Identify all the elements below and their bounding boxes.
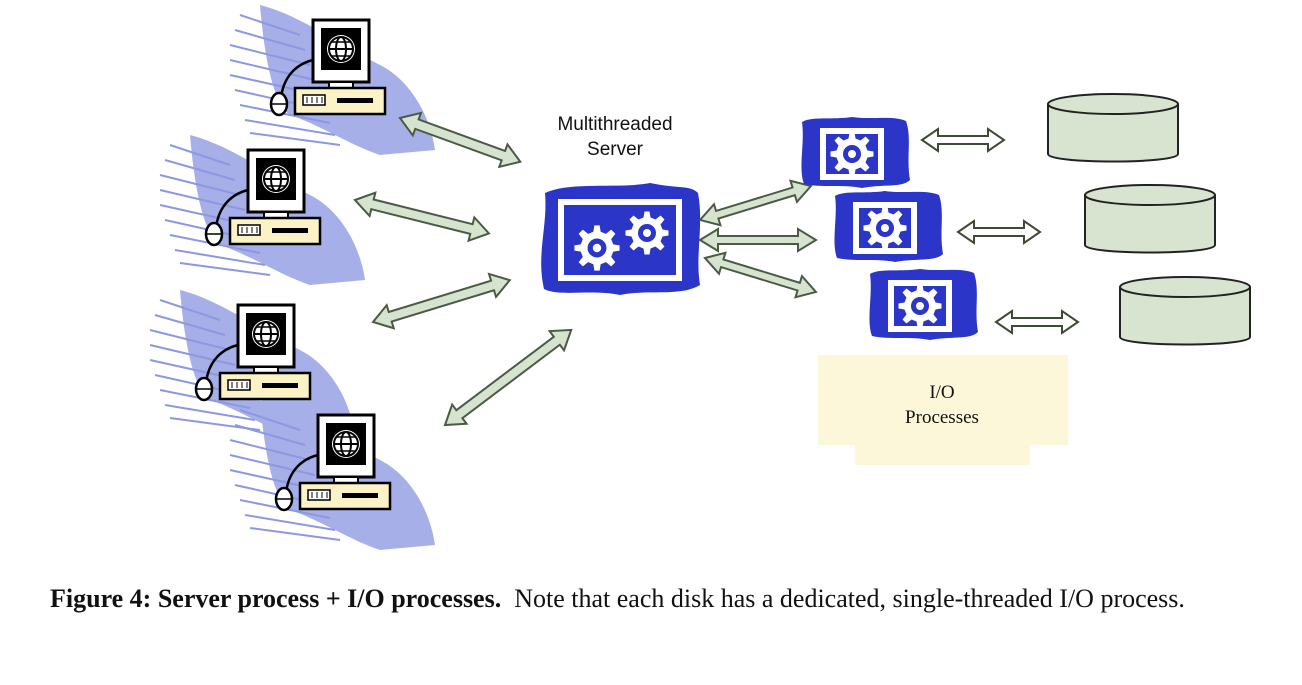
arrow-client2-server [353, 191, 491, 243]
arrow-client1-server [398, 111, 522, 169]
server-label-line1: Multithreaded [557, 114, 672, 135]
client-server-arrows [353, 111, 573, 427]
gear-icon [834, 191, 943, 262]
disk-cylinder-icon [1047, 93, 1179, 163]
io-process-2 [834, 191, 943, 262]
io-process-3 [869, 269, 978, 340]
figure-caption: Figure 4: Server process + I/O processes… [50, 582, 1270, 616]
arrow-io3-disk3 [994, 309, 1080, 335]
gear-icon [801, 117, 910, 188]
arrow-client4-server [443, 328, 573, 427]
disk-2 [1084, 184, 1216, 254]
server-label-line2: Server [587, 139, 644, 160]
diagram: Multithreaded Server I/O Processes [149, 4, 1251, 551]
caption-title: Figure 4: Server process + I/O processes… [50, 584, 502, 613]
client-1 [229, 4, 436, 156]
arrow-io1-disk1 [920, 127, 1006, 153]
arrow-server-io3 [703, 251, 818, 299]
arrow-server-io2 [698, 227, 818, 253]
server-box [541, 183, 701, 295]
disk-3 [1119, 276, 1251, 346]
disk-1 [1047, 93, 1179, 163]
io-processes-label-line2: Processes [905, 407, 979, 428]
io-process-1 [801, 117, 910, 188]
arrow-io2-disk2 [956, 219, 1042, 245]
io-processes-label-box [818, 355, 1068, 465]
gear-icon [869, 269, 978, 340]
disk-cylinder-icon [1119, 276, 1251, 346]
disk-cylinder-icon [1084, 184, 1216, 254]
caption-text: Note that each disk has a dedicated, sin… [514, 584, 1185, 613]
arrow-server-io1 [698, 179, 813, 227]
server-io-arrows [698, 179, 818, 299]
client-2 [159, 134, 366, 286]
io-disk-arrows [920, 127, 1080, 335]
arrow-client3-server [371, 272, 512, 330]
io-processes-label-line1: I/O [929, 382, 954, 403]
